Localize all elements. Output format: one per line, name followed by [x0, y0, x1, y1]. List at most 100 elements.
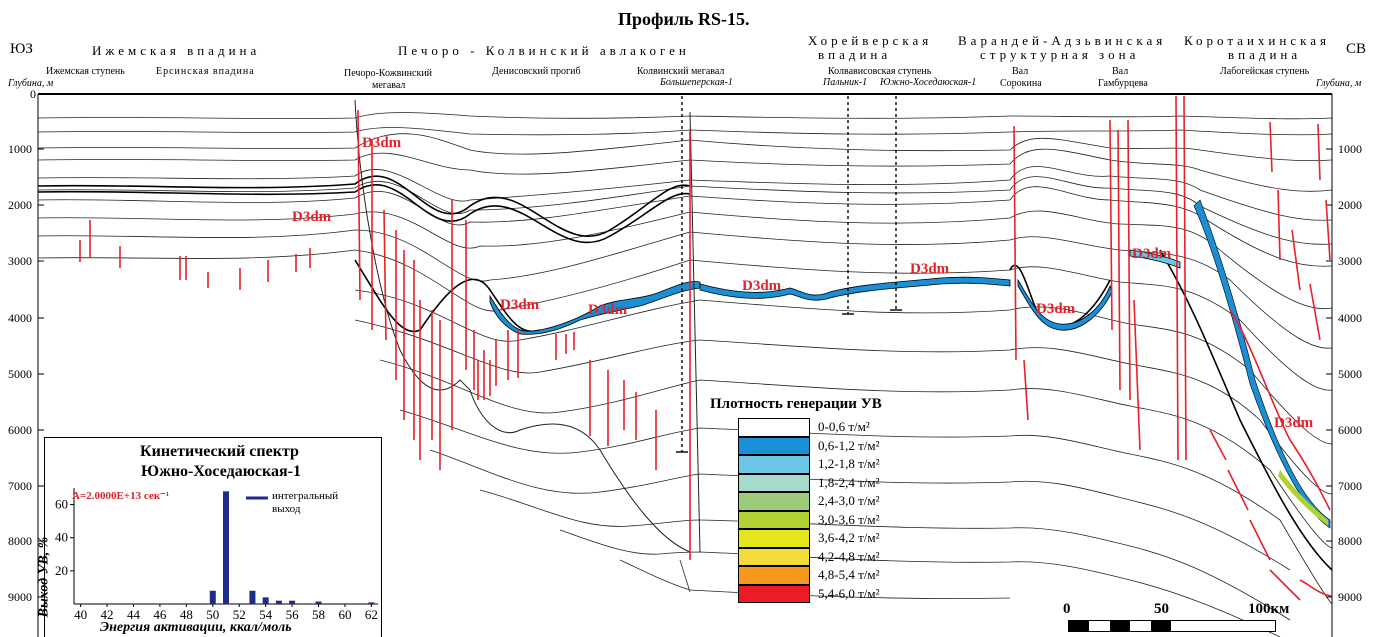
d3dm-generation-band	[489, 199, 1331, 529]
depth-tick-left: 8000	[8, 534, 32, 548]
kinetic-bar	[315, 601, 322, 604]
kinetic-x-tick-label: 42	[101, 607, 114, 622]
depth-tick-right: 3000	[1338, 254, 1362, 268]
kinetic-x-tick-label: 46	[153, 607, 167, 622]
formation-label: D3dm	[1036, 301, 1076, 317]
depth-tick-left: 6000	[8, 423, 32, 437]
depth-tick-right: 7000	[1338, 479, 1362, 493]
scale-bar	[1068, 620, 1276, 632]
figure-title: Профиль RS-15.	[618, 9, 750, 29]
legend-swatch	[738, 566, 810, 585]
depth-tick-right: 6000	[1338, 423, 1362, 437]
kinetic-y-tick-label: 20	[55, 563, 68, 578]
legend-swatch	[738, 492, 810, 511]
region-khoreiverskaya-line1: Хорейверская	[808, 33, 933, 48]
kinetic-x-tick-label: 60	[338, 607, 351, 622]
region-pechoro-kolvinsky: Печоро - Колвинский авлакоген	[398, 43, 690, 58]
legend-swatch	[738, 584, 810, 603]
scale-label-50: 50	[1154, 601, 1169, 617]
kinetic-a-label: A=2.0000E+13 сек⁻¹	[72, 490, 170, 502]
kinetic-x-tick-label: 50	[206, 607, 219, 622]
kinetic-legend-line2: выход	[272, 503, 301, 515]
subregion-izhemskaya-stupen: Ижемская ступень	[46, 66, 125, 77]
subregion-kolvavisovskaya: Колвависовская ступень	[828, 66, 932, 77]
depth-tick-right: 8000	[1338, 534, 1362, 548]
kinetic-x-tick-label: 52	[233, 607, 246, 622]
kinetic-x-tick-label: 54	[259, 607, 273, 622]
depth-tick-left: 2000	[8, 198, 32, 212]
subregion-megaval: мегавал	[372, 80, 406, 91]
legend-swatch	[738, 418, 810, 437]
depth-tick-left: 9000	[8, 590, 32, 604]
subregion-ersinskaya: Ерсинская впадина	[156, 66, 255, 77]
subregion-sorokina: Сорокина	[1000, 78, 1042, 89]
well-label-palnik: Пальник-1	[823, 77, 868, 88]
kinetic-ylabel: Выход УВ, %	[36, 536, 52, 618]
legend-label: 2,4-3,0 т/м²	[818, 493, 880, 508]
depth-tick-left: 5000	[8, 367, 32, 381]
legend-label: 4,8-5,4 т/м²	[818, 567, 880, 582]
legend-swatch	[738, 473, 810, 492]
well-lines	[681, 96, 897, 452]
kinetic-x-tick-label: 56	[286, 607, 300, 622]
legend-swatch	[738, 436, 810, 455]
kinetic-x-tick-label: 40	[74, 607, 87, 622]
subregion-denisovsky: Денисовский прогиб	[492, 66, 581, 77]
depth-tick-right: 9000	[1338, 590, 1362, 604]
region-khoreiverskaya-line2: впадина	[818, 47, 892, 62]
kinetic-x-tick-label: 44	[127, 607, 141, 622]
scale-label-0: 0	[1063, 601, 1071, 617]
direction-left: ЮЗ	[10, 41, 33, 57]
formation-label: D3dm	[362, 135, 402, 151]
legend-label: 1,2-1,8 т/м²	[818, 456, 880, 471]
well-label-bolsheperskaya: Большеперская-1	[660, 77, 733, 88]
subregion-gamburtseva: Гамбурцева	[1098, 78, 1148, 89]
depth-tick-left: 7000	[8, 479, 32, 493]
kinetic-legend-line1: интегральный	[272, 490, 339, 502]
kinetic-bar	[249, 590, 256, 604]
direction-right: СВ	[1346, 41, 1367, 57]
subregion-kolvinsky-megaval: Колвинский мегавал	[637, 66, 725, 77]
depth-tick-right: 4000	[1338, 311, 1362, 325]
fault-lines	[79, 95, 1333, 601]
depth-tick-left: 0	[30, 87, 36, 101]
depth-tick-left: 4000	[8, 311, 32, 325]
scale-label-100: 100км	[1248, 601, 1290, 617]
well-bottoms	[676, 309, 902, 453]
formation-label: D3dm	[910, 261, 950, 277]
formation-label: D3dm	[1132, 246, 1172, 262]
legend-label: 3,0-3,6 т/м²	[818, 511, 880, 527]
kinetic-bar	[209, 590, 216, 604]
formation-label: D3dm	[500, 297, 540, 313]
kinetic-x-tick-label: 58	[312, 607, 325, 622]
formation-label: D3dm	[742, 278, 782, 294]
subregion-pechoro-kozhvinsky: Печоро-Кожвинский	[344, 68, 433, 79]
legend-label: 5,4-6,0 т/м²	[818, 585, 880, 601]
subregion-val-1: Вал	[1012, 66, 1029, 77]
region-varandei-line1: Варандей-Адзьвинская	[958, 33, 1167, 48]
depth-label-left: Глубина, м	[8, 78, 54, 89]
kinetic-xlabel: Энергия активации, ккал/моль	[100, 620, 292, 635]
stratigraphic-horizons	[37, 112, 1333, 637]
legend-label: 4,2-4,8 т/м²	[818, 548, 880, 564]
kinetic-y-tick-label: 60	[55, 497, 68, 512]
kinetic-x-tick-label: 62	[365, 607, 378, 622]
legend-label: 1,8-2,4 т/м²	[818, 474, 880, 490]
formation-label: D3dm	[292, 209, 332, 225]
region-varandei-line2: структурная зона	[980, 47, 1140, 62]
region-izhemskaya: Ижемская впадина	[92, 43, 261, 58]
kinetic-y-tick-label: 40	[55, 530, 68, 545]
legend-label: 0-0,6 т/м²	[818, 419, 870, 434]
kinetic-title-line1: Кинетический спектр	[140, 443, 299, 460]
kinetic-bar	[223, 491, 229, 604]
subregion-val-2: Вал	[1112, 66, 1129, 77]
formation-label: D3dm	[588, 302, 628, 318]
formation-label: D3dm	[1274, 415, 1314, 431]
legend-label: 0,6-1,2 т/м²	[818, 437, 880, 453]
region-korotaikhinskaya-line1: Коротаихинская	[1184, 33, 1330, 48]
subregion-labogeiskaya: Лабогейская ступень	[1220, 66, 1310, 77]
kinetic-title-line2: Южно-Хоседаюская-1	[141, 463, 301, 480]
